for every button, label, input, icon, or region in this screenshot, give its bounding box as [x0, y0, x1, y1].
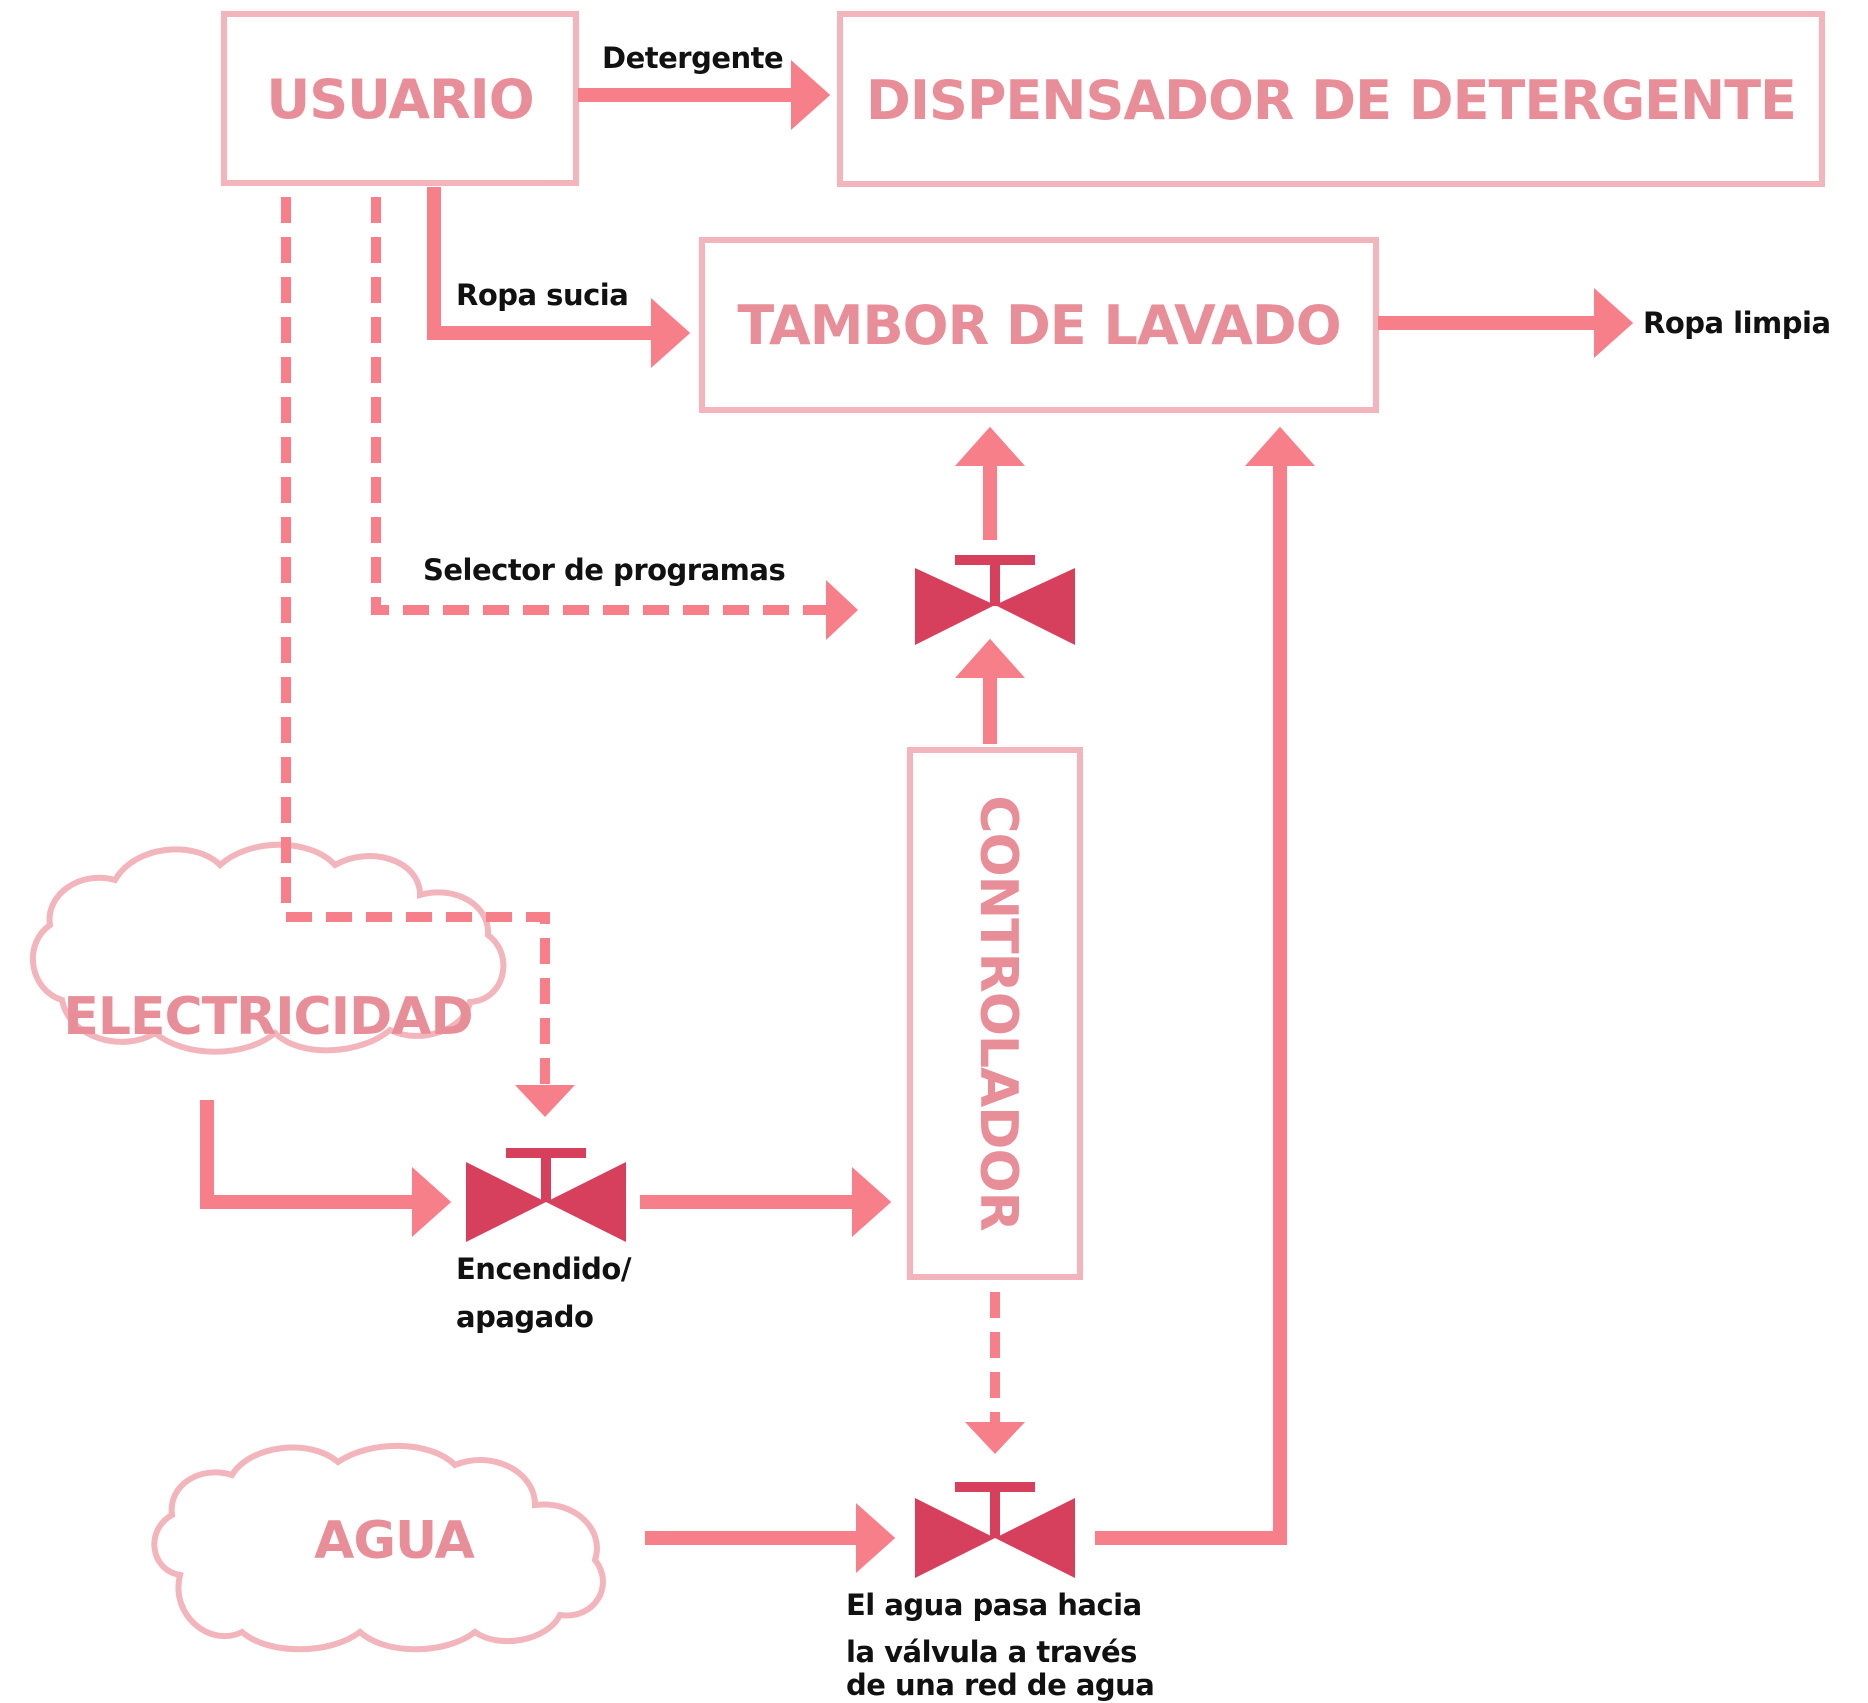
label-agua-line2: la válvula a través	[846, 1635, 1137, 1669]
usuario-label: USUARIO	[266, 68, 533, 131]
program-valve-icon	[915, 555, 1075, 645]
usuario-box: USUARIO	[221, 11, 579, 186]
dispensador-box: DISPENSADOR DE DETERGENTE	[837, 11, 1825, 187]
controlador-box: CONTROLADOR	[907, 747, 1083, 1280]
label-agua-line1: El agua pasa hacia	[846, 1588, 1142, 1622]
label-selector: Selector de programas	[423, 553, 785, 587]
tambor-box: TAMBOR DE LAVADO	[699, 237, 1379, 413]
label-ropa-limpia: Ropa limpia	[1643, 306, 1831, 340]
agua-cloud: AGUA	[151, 1442, 606, 1653]
water-valve-icon	[915, 1482, 1075, 1578]
arrow-valve-to-tambor-water	[1095, 426, 1315, 1545]
tambor-label: TAMBOR DE LAVADO	[737, 294, 1340, 357]
label-detergente: Detergente	[602, 41, 783, 75]
controlador-label: CONTROLADOR	[968, 795, 1028, 1230]
power-switch-valve-icon	[466, 1148, 626, 1242]
dashed-arrows	[281, 197, 1025, 1454]
label-ropa-sucia: Ropa sucia	[456, 278, 628, 312]
solid-arrows	[200, 60, 1634, 1573]
label-encendido-line1: Encendido/	[456, 1252, 632, 1286]
label-agua-line3: de una red de agua	[846, 1668, 1154, 1702]
electricidad-cloud: ELECTRICIDAD	[30, 841, 507, 1055]
agua-label: AGUA	[314, 1511, 475, 1571]
electricidad-label: ELECTRICIDAD	[63, 987, 472, 1047]
arrow-selector-programas	[371, 197, 858, 640]
label-encendido-line2: apagado	[456, 1300, 593, 1334]
arrow-ropa-sucia	[427, 187, 691, 368]
arrow-electricidad-to-switch	[200, 1100, 452, 1237]
arrow-usuario-to-switch	[281, 197, 575, 1117]
dispensador-label: DISPENSADOR DE DETERGENTE	[866, 69, 1796, 132]
